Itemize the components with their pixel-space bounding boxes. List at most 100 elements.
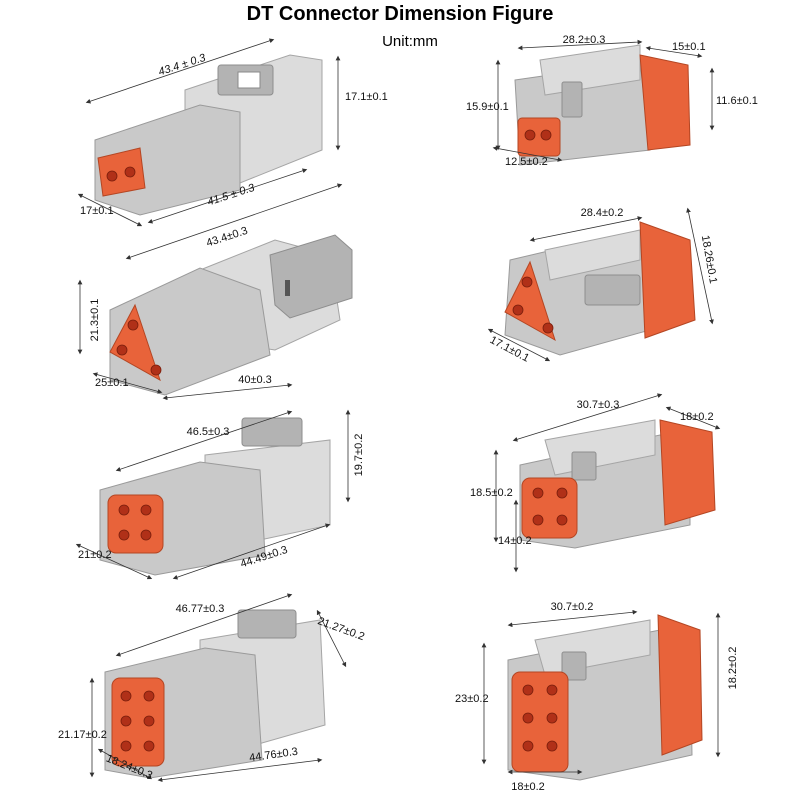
4pin-rec-pin-2	[556, 487, 568, 499]
dim-line	[507, 609, 638, 628]
6pin-rec-pin-4	[546, 712, 558, 724]
6pin-rec-pin-3	[522, 712, 534, 724]
dim-label: 43.4 ± 0.3	[157, 52, 208, 79]
dim-line	[75, 543, 153, 580]
3pin-rec-latch	[584, 274, 641, 306]
dim-line	[512, 393, 663, 442]
3pin-rec-seal	[639, 221, 696, 339]
4pin-plug-pin-1	[118, 504, 130, 516]
2pin-rec-seal	[639, 54, 691, 151]
dim-label: 18.26±0.1	[699, 234, 719, 284]
6pin-rec-face	[511, 671, 569, 773]
dim-line	[487, 328, 551, 362]
3pin-rec-pin-2	[512, 304, 524, 316]
dim-label: 23±0.2	[455, 693, 489, 705]
6pin-rec-pin-6	[546, 740, 558, 752]
dim-line	[645, 45, 703, 59]
dim-line	[172, 523, 331, 580]
dim-label: 30.7±0.3	[577, 399, 620, 411]
3pin-plug-face	[109, 303, 161, 382]
4pin-rec-pin-4	[556, 514, 568, 526]
dim-line	[517, 39, 643, 51]
dim-line	[665, 406, 721, 430]
4pin-plug-pin-2	[140, 504, 152, 516]
figure-title: DT Connector Dimension Figure	[247, 3, 554, 25]
6pin-plug-pin-5	[120, 740, 132, 752]
dim-line	[686, 207, 714, 325]
connector-3pin-receptacle: 28.4±0.2 18.26±0.1 17.1±0.1	[488, 207, 719, 365]
dim-label: 15±0.1	[672, 41, 706, 53]
2pin-rec-pin-1	[524, 129, 536, 141]
dim-label: 40±0.3	[238, 374, 272, 386]
connector-4pin-plug: 46.5±0.3 19.7±0.2 21±0.2 44.49±0.3	[75, 409, 365, 580]
dim-label: 43.4±0.3	[205, 225, 249, 250]
dim-line	[529, 216, 643, 242]
dim-label: 17.1±0.1	[345, 91, 388, 103]
3pin-rec-pin-3	[542, 322, 554, 334]
figure-subtitle: Unit:mm	[382, 33, 438, 50]
4pin-rec-face	[521, 477, 578, 539]
6pin-plug-pin-3	[120, 715, 132, 727]
dim-line	[162, 382, 293, 401]
3pin-plug-pin-2	[116, 344, 128, 356]
2pin-plug-pin-1	[106, 170, 118, 182]
dim-label: 18±0.2	[511, 781, 545, 793]
4pin-plug-pin-4	[140, 529, 152, 541]
dim-label: 12.5±0.2	[505, 156, 548, 168]
connector-4pin-receptacle: 30.7±0.3 18±0.2 18.5±0.2 14±0.2	[470, 393, 721, 573]
3pin-rec-pin-1	[521, 276, 533, 288]
dim-label: 28.4±0.2	[581, 207, 624, 219]
dim-label: 21±0.2	[78, 549, 112, 561]
dim-label: 11.6±0.1	[716, 95, 758, 107]
connector-2pin-plug: 43.4 ± 0.3 17.1±0.1 41.5 ± 0.3 17±0.1	[77, 38, 388, 227]
connector-6pin-plug: 46.77±0.3 21.27±0.2 21.17±0.2 18.24±0.3 …	[58, 593, 366, 783]
6pin-plug-pin-6	[143, 740, 155, 752]
6pin-rec-pin-5	[522, 740, 534, 752]
dim-label: 46.77±0.3	[176, 603, 225, 615]
dim-line	[92, 372, 163, 394]
dim-line	[492, 146, 563, 162]
dim-label: 14±0.2	[498, 535, 532, 547]
dim-label: 28.2±0.3	[563, 34, 606, 46]
connector-6pin-receptacle: 30.7±0.2 23±0.2 18.2±0.2 18±0.2	[455, 601, 739, 793]
3pin-rec-face	[504, 260, 556, 342]
dim-label: 18±0.2	[680, 411, 714, 423]
6pin-rec-pin-1	[522, 684, 534, 696]
4pin-plug-pin-3	[118, 529, 130, 541]
3pin-plug-latch-slot	[285, 280, 290, 296]
2pin-plug-latch-slot	[237, 71, 261, 89]
2pin-rec-face	[517, 117, 561, 157]
dim-line	[316, 609, 347, 668]
dim-label: 21.3±0.1	[89, 299, 101, 342]
6pin-plug-face	[111, 677, 165, 767]
3pin-plug-pin-3	[150, 364, 162, 376]
2pin-rec-latch	[561, 81, 583, 118]
4pin-rec-pin-3	[532, 514, 544, 526]
4pin-rec-seal	[659, 419, 716, 526]
dim-label: 21.27±0.2	[316, 615, 366, 643]
3pin-plug-pin-1	[127, 319, 139, 331]
4pin-rec-latch	[571, 451, 597, 481]
dim-line	[97, 748, 153, 780]
dim-label: 21.17±0.2	[58, 729, 107, 741]
4pin-rec-pin-1	[532, 487, 544, 499]
6pin-rec-latch	[561, 651, 587, 681]
dim-label: 25±0.1	[95, 377, 129, 389]
dim-line	[125, 183, 343, 260]
connector-2pin-receptacle: 28.2±0.3 15±0.1 15.9±0.1 11.6±0.1 12.5±0…	[466, 34, 758, 168]
6pin-plug-pin-4	[143, 715, 155, 727]
2pin-plug-pin-2	[124, 166, 136, 178]
6pin-plug-latch	[237, 609, 297, 639]
6pin-rec-pin-2	[546, 684, 558, 696]
2pin-rec-pin-2	[540, 129, 552, 141]
dim-label: 15.9±0.1	[466, 101, 509, 113]
dim-line	[85, 38, 275, 104]
dim-label: 30.7±0.2	[551, 601, 594, 613]
dim-line	[115, 593, 293, 657]
6pin-rec-seal	[657, 614, 703, 756]
6pin-plug-pin-2	[143, 690, 155, 702]
6pin-plug-pin-1	[120, 690, 132, 702]
connector-3pin-plug: 43.4±0.3 21.3±0.1 40±0.3 25±0.1	[77, 183, 353, 401]
dim-label: 17±0.1	[80, 205, 114, 217]
